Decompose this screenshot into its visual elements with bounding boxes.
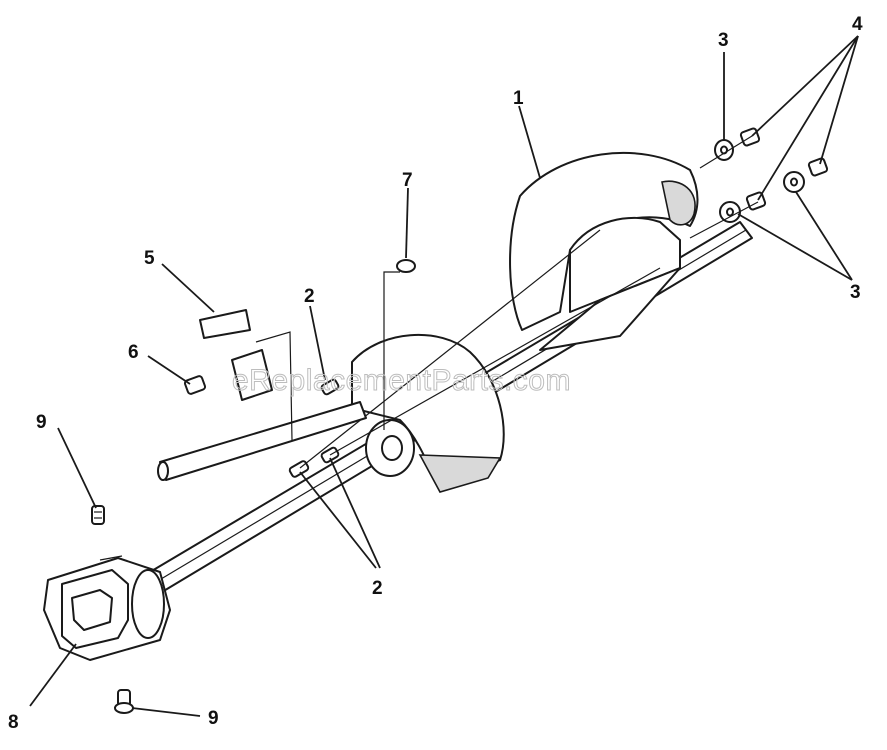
callout-2-upper: 2 [304, 286, 315, 307]
callout-labels: 1 2 2 3 3 4 5 6 7 8 9 9 [8, 14, 863, 733]
shear-bolt-axis [299, 229, 601, 469]
shear-bolt-upper [320, 378, 340, 396]
shear-bolt-axis-2 [329, 267, 661, 456]
callout-9-upper: 9 [36, 412, 47, 433]
grease-fitting [383, 259, 416, 430]
callout-6: 6 [128, 342, 139, 363]
bolt-bottom [114, 689, 134, 714]
bearing-block [199, 309, 293, 441]
leader-lines [29, 35, 859, 717]
washer-upper [714, 139, 734, 161]
spacer-tube [157, 401, 367, 481]
callout-3-upper: 3 [718, 30, 729, 51]
callout-1: 1 [513, 88, 524, 109]
callout-2-lower: 2 [372, 578, 383, 599]
watermark-text: eReplacementParts.com [232, 364, 571, 397]
nut-right [807, 157, 829, 177]
gearbox-housing [43, 555, 171, 661]
callout-7: 7 [402, 170, 413, 191]
bolt-axis-middle [689, 201, 759, 239]
washer-middle [719, 201, 741, 223]
callout-5: 5 [144, 248, 155, 269]
bolt-top [91, 505, 105, 525]
auger-flight-rear [351, 333, 505, 493]
auger-flight-front [509, 151, 699, 351]
nut-middle [745, 191, 767, 211]
bolt-axis-upper [699, 135, 753, 169]
nut-part-6 [183, 375, 207, 395]
callout-4: 4 [852, 14, 863, 35]
callout-8: 8 [8, 712, 19, 733]
callout-3-lower: 3 [850, 282, 861, 303]
callout-9-lower: 9 [208, 708, 219, 729]
washer-right [783, 171, 805, 193]
